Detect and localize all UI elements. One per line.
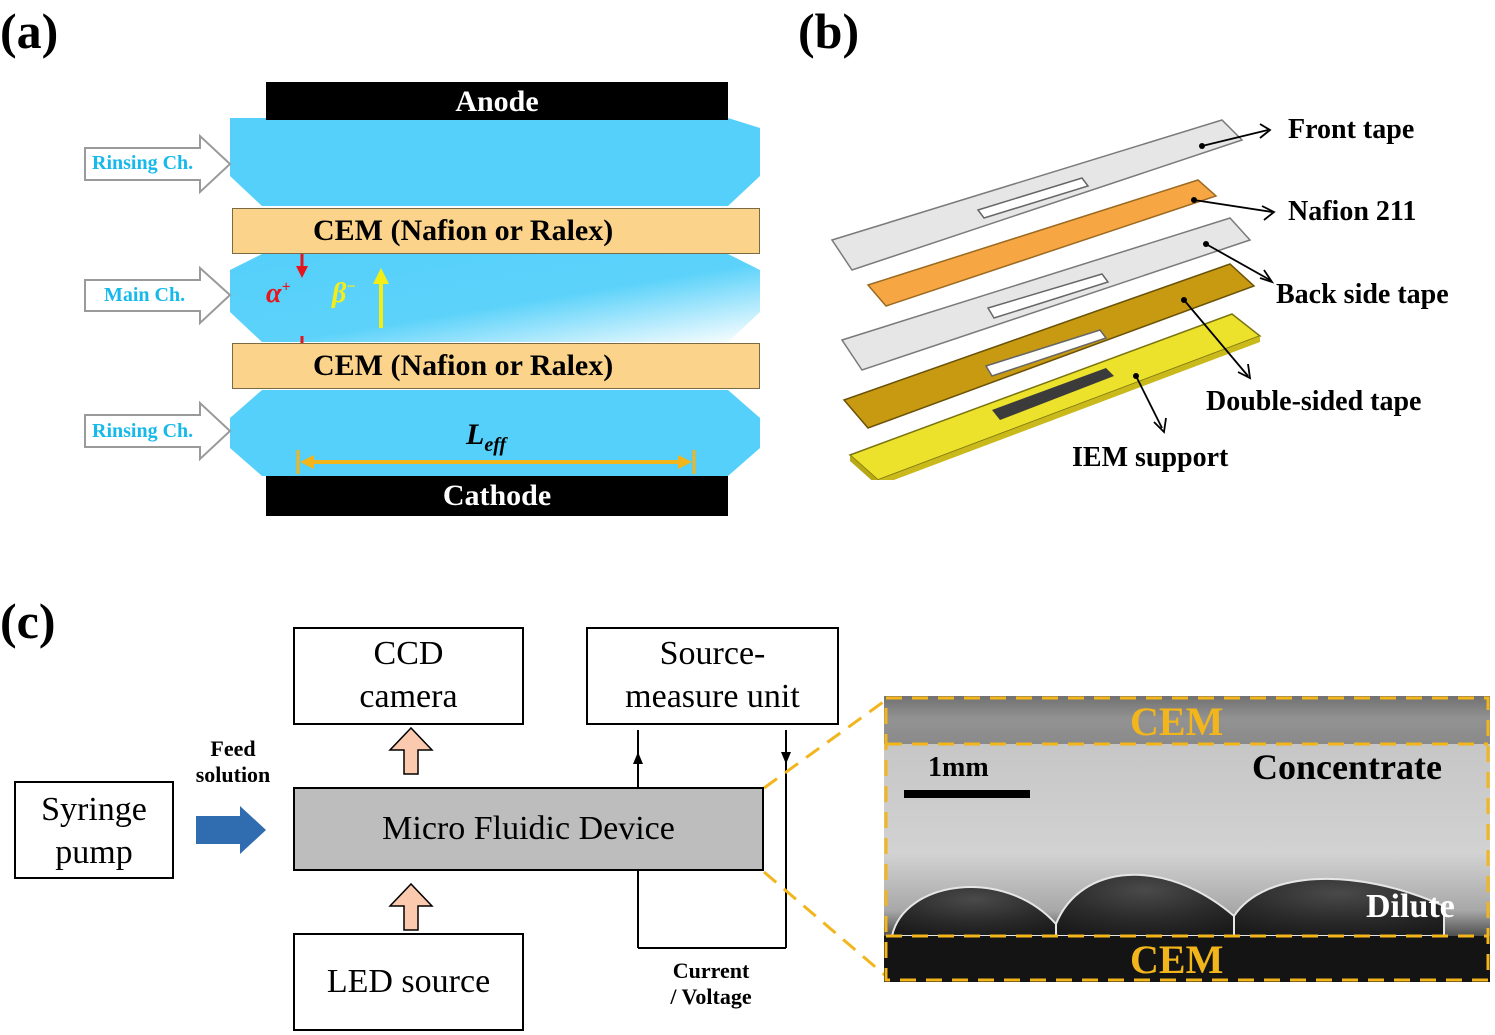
ccd-camera-box: CCD camera [293, 627, 524, 725]
cem-bottom: CEM (Nafion or Ralex) [232, 343, 760, 389]
leff-arrow-left [300, 455, 314, 469]
syringe-line1: Syringe [41, 791, 147, 828]
micro-fluidic-device-box: Micro Fluidic Device [293, 787, 764, 871]
dilute-bubble-1 [890, 886, 1057, 937]
layer-nafion [866, 179, 1218, 307]
panel-a-shapes [84, 118, 760, 476]
label-nafion: Nafion 211 [1288, 196, 1417, 227]
syringe-pump-box: Syringe pump [14, 781, 174, 879]
cathode-bar: Cathode [266, 476, 728, 516]
ccd-line1: CCD [373, 635, 444, 672]
concentrate-label: Concentrate [1252, 747, 1442, 787]
main-channel-label: Main Ch. [104, 284, 186, 306]
label-back-tape: Back side tape [1276, 279, 1449, 310]
feed-arrow [196, 806, 266, 854]
label-double-tape: Double-sided tape [1206, 386, 1422, 417]
rinsing-arrow-top [84, 133, 232, 195]
source-line2: measure unit [625, 677, 800, 715]
led-arrow [388, 882, 434, 931]
microscope-image [884, 696, 1490, 982]
image-cem-top: CEM [1130, 699, 1224, 744]
feed-solution-label: Feed solution [195, 736, 271, 788]
scale-label: 1mm [928, 752, 989, 783]
scale-bar [904, 790, 1030, 798]
cem-top: CEM (Nafion or Ralex) [232, 208, 760, 254]
anode-bar: Anode [266, 82, 728, 120]
syringe-line2: pump [55, 833, 133, 871]
source-line1: Source- [659, 635, 766, 672]
rinsing-channel-top [230, 118, 760, 206]
main-channel [230, 254, 760, 342]
panel-c-connectors [196, 698, 887, 978]
cem-top-label: CEM (Nafion or Ralex) [313, 214, 614, 247]
rinsing-arrow-bottom [84, 400, 232, 462]
cem-bottom-label: CEM (Nafion or Ralex) [313, 349, 614, 382]
label-iem-support: IEM support [1072, 442, 1229, 473]
rinsing-channel-bottom [230, 390, 760, 476]
alpha-arrow-1 [296, 266, 308, 278]
ccd-arrow [388, 726, 434, 775]
alpha-label: α+ [266, 278, 291, 309]
panel-label-a: (a) [0, 3, 59, 59]
leff-label: Leff [466, 418, 507, 456]
ccd-line2: camera [359, 677, 458, 715]
beta-label: β− [332, 278, 357, 309]
leff-arrow-right [678, 455, 692, 469]
rinsing-bottom-label: Rinsing Ch. [92, 420, 194, 442]
label-front-tape: Front tape [1288, 114, 1415, 145]
current-voltage-label: Current / Voltage [670, 958, 752, 1010]
beta-arrow [373, 268, 389, 284]
rinsing-top-label: Rinsing Ch. [92, 152, 194, 174]
source-measure-box: Source- measure unit [586, 627, 839, 725]
dilute-bubble-3 [1233, 877, 1445, 937]
dilute-label: Dilute [1366, 888, 1455, 925]
main-arrow [84, 265, 232, 326]
led-source-box: LED source [293, 933, 524, 1031]
panel-label-b: (b) [798, 3, 860, 59]
image-cem-bottom: CEM [1130, 937, 1224, 982]
panel-label-c: (c) [0, 593, 56, 649]
panel-b-layers [830, 119, 1276, 480]
